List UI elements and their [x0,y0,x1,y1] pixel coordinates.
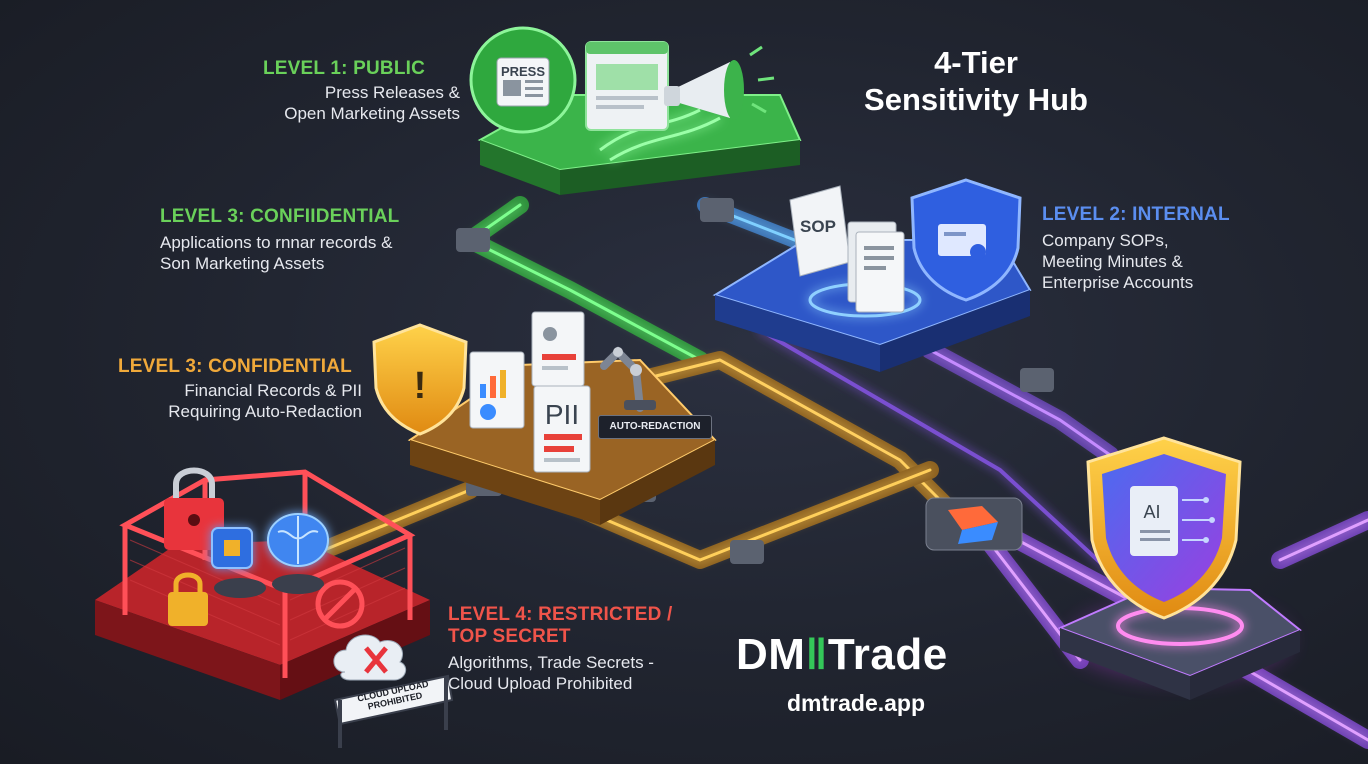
brand-logo: DM‖Trade [736,630,948,680]
title-line-1: 4-Tier [934,45,1018,80]
level-1-description: Press Releases & Open Marketing Assets [230,82,460,124]
label-level-4: LEVEL 4: RESTRICTED / TOP SECRET [448,604,673,648]
level-3-green-line-1: Applications to rnnar records & [160,233,393,252]
level-2-line-1: Company SOPs, [1042,231,1169,250]
level-2-heading: LEVEL 2: INTERNAL [1042,204,1230,225]
pii-icon-label: PII [545,399,579,430]
brain-icon [267,513,329,567]
router-cube-icon [948,506,998,530]
brand-url: dmtrade.app [787,690,926,716]
padlock-small-icon [168,572,208,626]
restricted-cage [95,469,430,700]
pipes [291,196,1368,749]
cloud-blocked-icon [333,634,407,681]
ai-shield-icon [1086,436,1242,620]
padlock-icon [164,467,224,550]
barrier-icon [333,674,454,748]
user-shield-icon [910,178,1022,302]
pipe-green [461,196,709,369]
prohibited-icon [315,579,365,629]
level-1-line-1: Press Releases & [324,83,460,102]
label-level-3-green: LEVEL 3: CONFIIDENTIAL [160,206,399,228]
level-3-line-1: Financial Records & PII [184,381,362,400]
level-2-line-3: Enterprise Accounts [1042,273,1194,292]
level-4-heading-line-1: LEVEL 4: RESTRICTED / [448,604,673,625]
brand-prefix: DM [736,630,806,679]
level-4-heading-line-2: TOP SECRET [448,626,571,647]
diagram-title: 4-Tier Sensitivity Hub [846,44,1106,118]
level-3-green-heading: LEVEL 3: CONFIIDENTIAL [160,206,400,227]
label-level-2: LEVEL 2: INTERNAL [1042,204,1230,226]
level-4-line-2: Cloud Upload Prohibited [448,674,633,693]
level-4-line-1: Algorithms, Trade Secrets - [448,653,654,672]
level-2-description: Company SOPs, Meeting Minutes & Enterpri… [1042,230,1193,293]
sop-icon-label: SOP [800,217,836,236]
auto-redaction-tag: AUTO-REDACTION [598,415,712,439]
title-line-2: Sensitivity Hub [864,82,1088,117]
level-1-line-2: Open Marketing Assets [284,104,460,123]
level-3-green-line-2: Son Marketing Assets [160,254,325,273]
label-level-1: LEVEL 1: PUBLIC [258,58,430,80]
level-1-heading: LEVEL 1: PUBLIC [262,58,426,79]
level-2-line-2: Meeting Minutes & [1042,252,1183,271]
label-level-3: LEVEL 3: CONFIDENTIAL [118,356,352,378]
brand-candlestick-icon: ‖ [805,630,828,679]
level-3-line-2: Requiring Auto-Redaction [168,402,362,421]
id-document-icon [531,311,585,387]
brand-suffix: Trade [827,630,948,679]
browser-window-icon [585,41,669,131]
ai-icon-label: AI [1143,502,1160,522]
level-3-green-description: Applications to rnnar records & Son Mark… [160,232,392,274]
megaphone-icon [664,45,775,120]
press-icon [469,26,577,134]
svg-text:!: ! [414,365,427,407]
chip-icon [211,527,253,569]
level-4-description: Algorithms, Trade Secrets - Cloud Upload… [448,652,654,694]
press-icon-label: PRESS [501,64,545,79]
warning-shield-icon: ! [372,323,468,436]
chart-report-icon [469,351,525,429]
ai-hub-platform [1057,586,1302,700]
level-3-description: Financial Records & PII Requiring Auto-R… [130,380,362,422]
pii-document-icon [533,385,591,473]
level-3-heading: LEVEL 3: CONFIDENTIAL [118,356,352,377]
robot-arm-icon [600,346,656,412]
document-stack-icon [847,221,905,313]
